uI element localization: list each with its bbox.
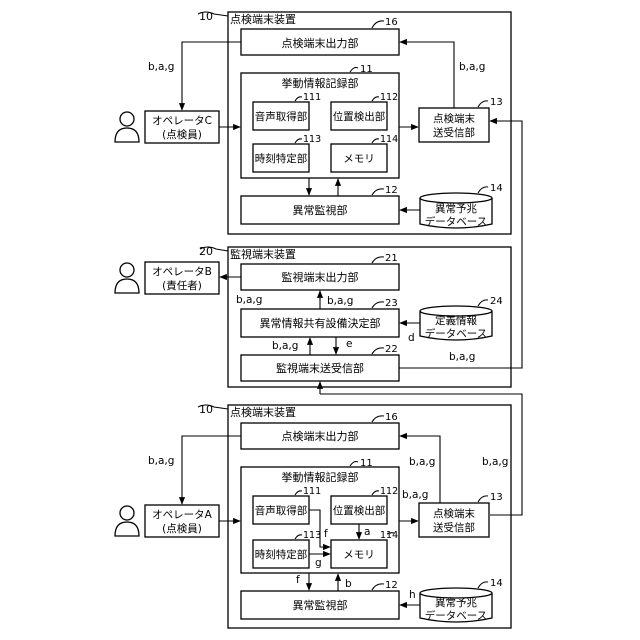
- anomaly-db-ref: 14: [490, 578, 503, 589]
- anomaly-monitor-label: 異常監視部: [293, 203, 348, 217]
- definition-db-label-2: データベース: [425, 327, 487, 340]
- anomaly-db-label-2: データベース: [425, 609, 487, 622]
- decision-unit-label: 異常情報共有設備決定部: [260, 316, 381, 330]
- voice-acquisition-label: 音声取得部: [255, 504, 308, 517]
- voice-acquisition-ref: 111: [303, 486, 321, 497]
- anomaly-monitor-ref: 12: [385, 580, 398, 591]
- time-specifying-label: 時刻特定部: [255, 548, 308, 561]
- voice-acquisition-label: 音声取得部: [255, 110, 308, 123]
- transceiver-label-1: 点検端末: [433, 507, 475, 520]
- anomaly-db-label-2: データベース: [425, 215, 487, 228]
- output-unit-ref: 16: [385, 17, 398, 28]
- device-ref: 10: [199, 403, 213, 416]
- memory-label: メモリ: [343, 153, 375, 165]
- monitoring-transceiver-label: 監視端末送受信部: [276, 361, 364, 375]
- signal-label: b,a,g: [327, 295, 353, 307]
- device-ref: 10: [199, 10, 213, 23]
- device-title: 監視端末装置: [230, 247, 296, 261]
- transceiver-label-2: 送受信部: [433, 521, 475, 534]
- signal-label: h: [409, 589, 416, 601]
- output-unit-ref: 16: [385, 412, 398, 423]
- behavior-recorder-ref: 11: [360, 64, 373, 75]
- inspection-device-top: 10 点検端末装置 点検端末出力部 16 挙動情報記録部 11 音声取得部 11…: [115, 10, 511, 234]
- device-ref: 20: [199, 245, 213, 258]
- output-unit-label: 点検端末出力部: [282, 36, 359, 50]
- output-unit-label: 点検端末出力部: [282, 429, 359, 443]
- anomaly-monitor-label: 異常監視部: [293, 598, 348, 612]
- transceiver-ref: 13: [490, 492, 503, 503]
- decision-unit-ref: 23: [385, 298, 398, 309]
- signal-label: b,a,g: [449, 351, 475, 363]
- anomaly-db-label-1: 異常予兆: [435, 596, 477, 609]
- position-detection-ref: 112: [380, 486, 398, 497]
- memory-ref: 114: [380, 134, 398, 145]
- position-detection-ref: 112: [380, 92, 398, 103]
- signal-label: b,a,g: [236, 294, 262, 306]
- signal-label: e: [346, 338, 352, 350]
- time-specifying-ref: 113: [303, 530, 321, 541]
- transceiver-label-1: 点検端末: [433, 112, 475, 125]
- operator-b-label-1: オペレータB: [152, 266, 212, 278]
- time-specifying-label: 時刻特定部: [255, 152, 308, 165]
- position-detection-label: 位置検出部: [333, 504, 386, 517]
- operator-c-label-2: (点検員): [162, 128, 202, 141]
- device-title: 点検端末装置: [230, 12, 296, 26]
- signal-label: b,a,g: [272, 340, 298, 352]
- voice-acquisition-ref: 111: [303, 92, 321, 103]
- signal-label: b,a,g: [482, 456, 508, 468]
- operator-a-label-2: (点検員): [162, 522, 202, 535]
- definition-db-ref: 24: [490, 296, 503, 307]
- signal-label: b,a,g: [459, 61, 485, 73]
- time-specifying-ref: 113: [303, 134, 321, 145]
- device-title: 点検端末装置: [230, 405, 296, 419]
- operator-icon: [115, 506, 139, 536]
- signal-label: a: [364, 526, 370, 538]
- definition-db-label-1: 定義情報: [435, 314, 477, 327]
- signal-label: f: [324, 528, 328, 540]
- position-detection-label: 位置検出部: [333, 110, 386, 123]
- transceiver-ref: 13: [490, 97, 503, 108]
- signal-label: b: [345, 578, 352, 590]
- monitoring-transceiver-ref: 22: [385, 344, 398, 355]
- operator-icon: [115, 112, 139, 142]
- operator-c-label-1: オペレータC: [152, 115, 212, 127]
- behavior-recorder-ref: 11: [360, 458, 373, 469]
- signal-label: d: [408, 332, 415, 344]
- memory-ref: 114: [380, 530, 398, 541]
- signal-label: b,a,g: [148, 455, 174, 467]
- transceiver-label-2: 送受信部: [433, 126, 475, 139]
- signal-label: b,a,g: [402, 489, 428, 501]
- signal-label: f: [296, 574, 300, 586]
- monitoring-output-label: 監視端末出力部: [282, 270, 359, 284]
- monitoring-output-ref: 21: [385, 253, 398, 264]
- signal-label: b,a,g: [409, 456, 435, 468]
- operator-icon: [115, 263, 139, 293]
- memory-label: メモリ: [343, 549, 375, 561]
- behavior-recorder-label: 挙動情報記録部: [282, 76, 359, 90]
- anomaly-db-ref: 14: [490, 183, 503, 194]
- operator-b-label-2: (責任者): [162, 279, 202, 292]
- operator-a-label-1: オペレータA: [152, 509, 212, 521]
- anomaly-monitor-ref: 12: [385, 185, 398, 196]
- anomaly-db-label-1: 異常予兆: [435, 202, 477, 215]
- inspection-device-bottom: 10 点検端末装置 点検端末出力部 16 挙動情報記録部 11 音声取得部 11…: [115, 382, 522, 628]
- signal-label: b,a,g: [148, 61, 174, 73]
- signal-label: g: [315, 557, 322, 569]
- behavior-recorder-label: 挙動情報記録部: [282, 470, 359, 484]
